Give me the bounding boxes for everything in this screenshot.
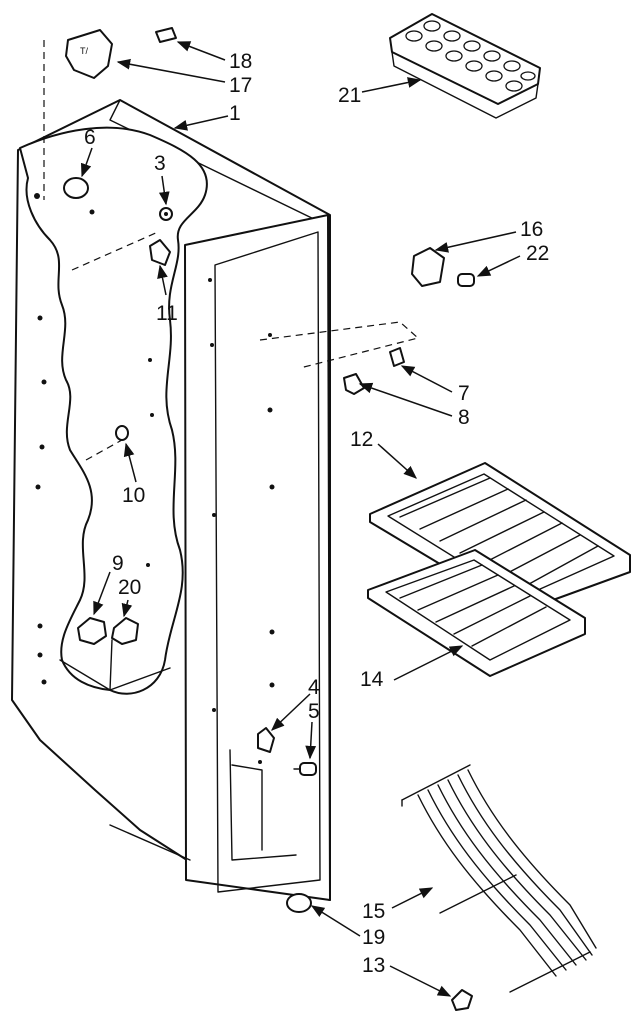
bracket-part-16 <box>411 247 445 287</box>
screw-part-22 <box>457 273 475 287</box>
shield-mark-decoration: T/ <box>80 46 88 56</box>
callout-1: 1 <box>229 102 241 125</box>
callout-12: 12 <box>350 428 373 451</box>
callout-10: 10 <box>122 484 145 507</box>
bracket-part-4 <box>257 727 275 753</box>
callout-19: 19 <box>362 926 385 949</box>
clip-part-3 <box>159 207 173 221</box>
socket-part-9 <box>77 617 107 645</box>
shelf-part-12 <box>369 462 631 627</box>
callout-4: 4 <box>308 676 320 699</box>
callout-20: 20 <box>118 576 141 599</box>
callout-14: 14 <box>360 668 384 691</box>
clip-part-10 <box>115 425 129 441</box>
leader-lines <box>81 41 521 997</box>
slide-part-13 <box>451 989 473 1011</box>
bulb-part-20 <box>111 617 139 645</box>
screw-part-5 <box>293 762 317 776</box>
callout-7: 7 <box>458 382 470 405</box>
reference-line-clip <box>71 231 159 271</box>
reference-line-clip-10 <box>85 439 123 461</box>
wire-basket-part-15 <box>401 764 597 993</box>
bracket-part-11 <box>149 239 171 266</box>
callout-13: 13 <box>362 954 385 977</box>
support-part-7 <box>389 347 405 367</box>
shelf-part-14 <box>367 549 586 677</box>
callout-8: 8 <box>458 406 470 429</box>
callout-3: 3 <box>154 152 166 175</box>
cap-part-19 <box>286 893 312 913</box>
screw-part-18 <box>155 27 177 43</box>
callout-21: 21 <box>338 84 361 107</box>
plug-part-6 <box>63 177 89 199</box>
callout-17: 17 <box>229 74 252 97</box>
ice-tray-part-21 <box>389 13 541 119</box>
callout-16: 16 <box>520 218 543 241</box>
callout-9: 9 <box>112 552 124 575</box>
shield-part-17 <box>65 29 113 79</box>
callout-22: 22 <box>526 242 549 265</box>
freezer-liner <box>11 99 331 901</box>
callout-6: 6 <box>84 126 96 149</box>
callout-15: 15 <box>362 900 385 923</box>
callout-18: 18 <box>229 50 252 73</box>
callout-11: 11 <box>156 302 178 325</box>
callout-5: 5 <box>308 700 320 723</box>
